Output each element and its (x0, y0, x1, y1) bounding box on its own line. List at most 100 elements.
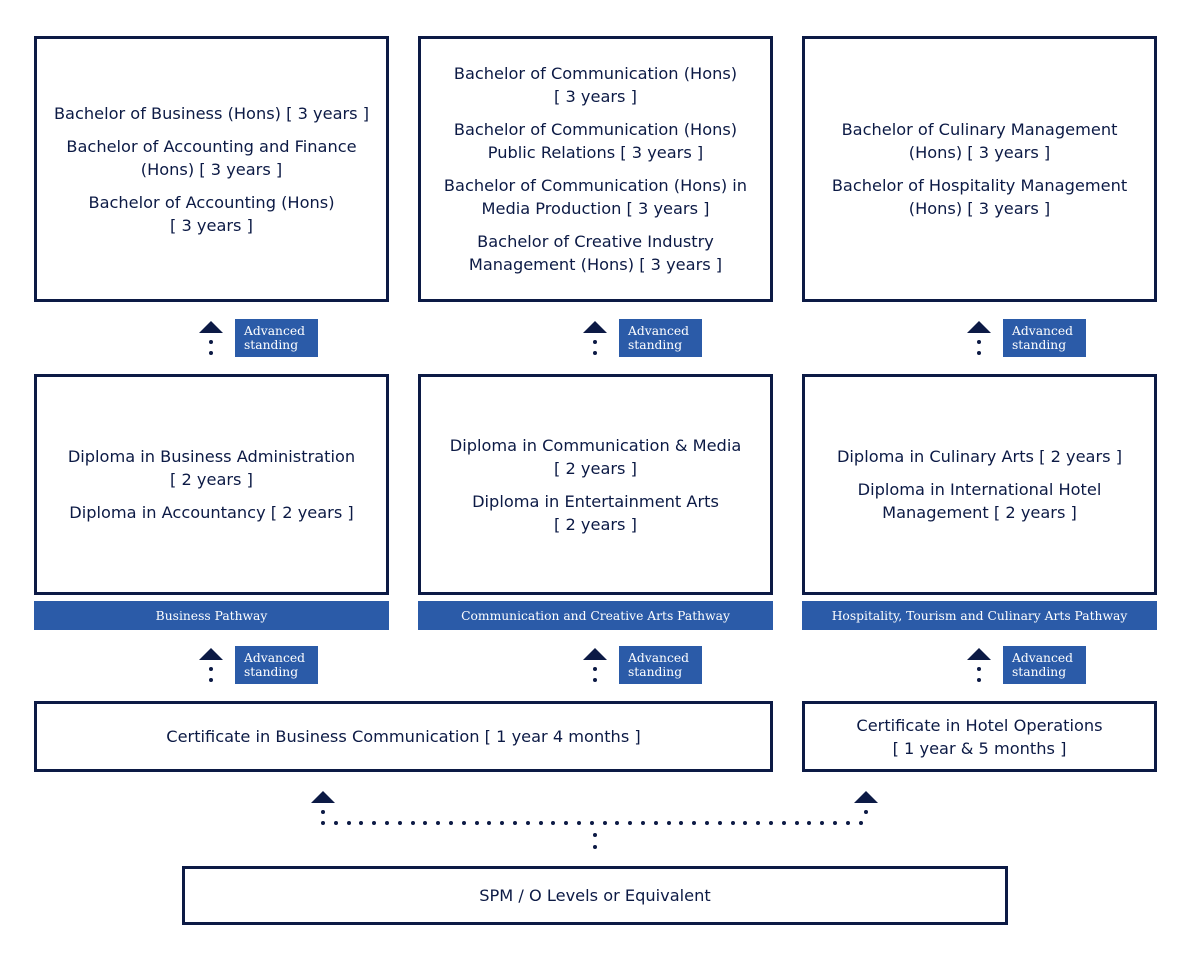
connector-dot (795, 821, 799, 825)
advanced-standing-badge: Advanced standing (619, 646, 702, 684)
connector-dot (743, 821, 747, 825)
connector-dot (372, 821, 376, 825)
advanced-standing-badge: Advanced standing (235, 319, 318, 357)
arrow-up-icon (199, 648, 223, 660)
programme-entry: Diploma in Communication & Media [ 2 yea… (449, 435, 742, 478)
advanced-standing-badge: Advanced standing (235, 646, 318, 684)
connector-dot (593, 340, 597, 344)
connector-dot (593, 845, 597, 849)
programme-entry: Diploma in Entertainment Arts [ 2 years … (472, 491, 719, 534)
connector-dot (718, 821, 722, 825)
connector-dot (820, 821, 824, 825)
connector-dot (593, 833, 597, 837)
connector-dot (209, 667, 213, 671)
connector-dot (436, 821, 440, 825)
programme-entry: Bachelor of Accounting (Hons) [ 3 years … (88, 192, 335, 235)
connector-dot (859, 821, 863, 825)
connector-dot (513, 821, 517, 825)
connector-dot (539, 821, 543, 825)
connector-dot (593, 351, 597, 355)
arrow-up-icon (583, 321, 607, 333)
arrow-up-icon (199, 321, 223, 333)
connector-dot (628, 821, 632, 825)
connector-dot (590, 821, 594, 825)
entry-requirement-box: SPM / O Levels or Equivalent (182, 866, 1008, 925)
connector-dot (209, 340, 213, 344)
arrow-up-icon (967, 648, 991, 660)
connector-dot (615, 821, 619, 825)
programme-entry: Bachelor of Communication (Hons) Public … (453, 120, 738, 162)
connector-dot (846, 821, 850, 825)
connector-dot (769, 821, 773, 825)
connector-dot (209, 678, 213, 682)
programme-entry: Bachelor of Accounting and Finance (Hons… (66, 136, 357, 179)
connector-dot (411, 821, 415, 825)
connector-dot (359, 821, 363, 825)
connector-dot (977, 351, 981, 355)
connector-dot (462, 821, 466, 825)
advanced-standing-badge: Advanced standing (1003, 319, 1086, 357)
connector-dot (705, 821, 709, 825)
pathway-bar-hospitality: Hospitality, Tourism and Culinary Arts P… (802, 601, 1157, 630)
entry-requirement-label: SPM / O Levels or Equivalent (479, 886, 711, 905)
connector-dot (667, 821, 671, 825)
programme-entry: Bachelor of Culinary Management (Hons) [… (841, 120, 1118, 162)
connector-dot (603, 821, 607, 825)
programme-entry: Diploma in Business Administration [ 2 y… (67, 447, 356, 489)
arrow-up-icon (967, 321, 991, 333)
programme-entry: Bachelor of Business (Hons) [ 3 years ] (53, 103, 370, 123)
programme-entry: Bachelor of Hospitality Management (Hons… (831, 176, 1128, 218)
connector-dot (692, 821, 696, 825)
connector-dot (977, 678, 981, 682)
connector-dot (641, 821, 645, 825)
advanced-standing-badge: Advanced standing (1003, 646, 1086, 684)
connector-dot (347, 821, 351, 825)
connector-dot (526, 821, 530, 825)
connector-dot (593, 667, 597, 671)
programme-entry: Certificate in Business Communication [ … (166, 727, 641, 746)
diploma-box-business: Diploma in Business Administration [ 2 y… (34, 374, 389, 595)
programme-entry: Diploma in International Hotel Managemen… (857, 480, 1102, 522)
connector-dot (756, 821, 760, 825)
connector-dot (864, 810, 868, 814)
connector-dot (398, 821, 402, 825)
connector-dot (564, 821, 568, 825)
connector-dot (807, 821, 811, 825)
connector-dot (475, 821, 479, 825)
connector-dot (782, 821, 786, 825)
certificate-box-hotel: Certificate in Hotel Operations [ 1 year… (802, 701, 1157, 772)
certificate-box-business: Certificate in Business Communication [ … (34, 701, 773, 772)
programme-entry: Certificate in Hotel Operations [ 1 year… (856, 715, 1103, 758)
programme-entry: Bachelor of Creative Industry Management… (468, 232, 723, 274)
connector-dot (731, 821, 735, 825)
connector-dot (487, 821, 491, 825)
bachelor-box-communication: Bachelor of Communication (Hons) [ 3 yea… (418, 36, 773, 302)
diploma-box-communication: Diploma in Communication & Media [ 2 yea… (418, 374, 773, 595)
connector-dot (833, 821, 837, 825)
pathway-bar-business: Business Pathway (34, 601, 389, 630)
arrow-up-icon (583, 648, 607, 660)
programme-entry: Diploma in Culinary Arts [ 2 years ] (836, 447, 1123, 466)
connector-dot (209, 351, 213, 355)
advanced-standing-badge: Advanced standing (619, 319, 702, 357)
connector-dot (551, 821, 555, 825)
bachelor-box-business: Bachelor of Business (Hons) [ 3 years ] … (34, 36, 389, 302)
connector-dot (321, 821, 325, 825)
programme-entry: Diploma in Accountancy [ 2 years ] (69, 503, 354, 522)
connector-dot (334, 821, 338, 825)
connector-dot (977, 340, 981, 344)
connector-dot (385, 821, 389, 825)
arrow-up-icon (854, 791, 878, 803)
connector-dot (977, 667, 981, 671)
connector-dot (423, 821, 427, 825)
connector-dot (500, 821, 504, 825)
programme-entry: Bachelor of Communication (Hons) [ 3 yea… (453, 64, 738, 106)
connector-dot (577, 821, 581, 825)
connector-dot (449, 821, 453, 825)
connector-dot (593, 678, 597, 682)
connector-dot (321, 810, 325, 814)
connector-dot (679, 821, 683, 825)
bachelor-box-hospitality: Bachelor of Culinary Management (Hons) [… (802, 36, 1157, 302)
connector-dot (654, 821, 658, 825)
pathway-bar-communication: Communication and Creative Arts Pathway (418, 601, 773, 630)
